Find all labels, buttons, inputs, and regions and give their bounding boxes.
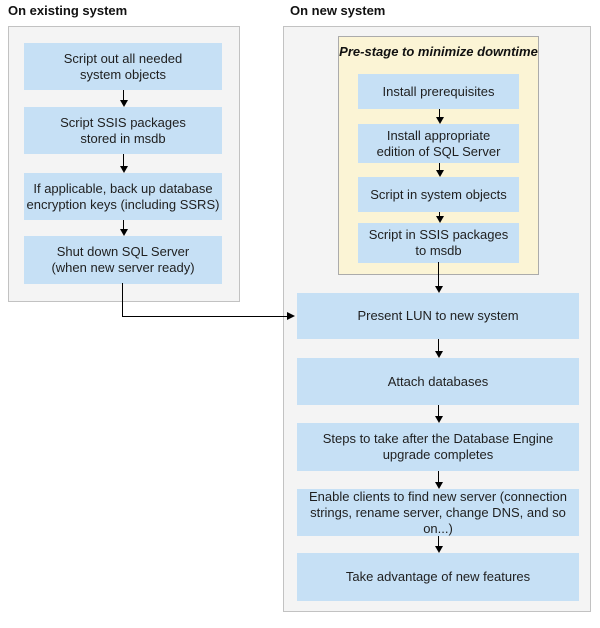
flow-box-backup-encryption-keys: If applicable, back up database encrypti… — [24, 173, 222, 220]
arrow-down-icon — [435, 109, 444, 124]
arrow-down-icon — [119, 220, 128, 236]
arrow-down-icon — [434, 339, 443, 358]
prestage-group: Pre-stage to minimize downtime Install p… — [338, 36, 539, 275]
arrow-down-icon — [434, 471, 443, 489]
flow-box-post-upgrade-steps: Steps to take after the Database Engine … — [297, 423, 579, 471]
arrow-down-icon — [434, 536, 443, 553]
flow-box-present-lun: Present LUN to new system — [297, 293, 579, 339]
existing-system-title: On existing system — [8, 3, 128, 18]
elbow-connector-horizontal — [122, 316, 288, 317]
elbow-connector-vertical — [122, 283, 123, 317]
flow-box-attach-databases: Attach databases — [297, 358, 579, 405]
arrow-down-icon — [435, 212, 444, 223]
arrow-down-icon — [434, 262, 443, 293]
flow-box-enable-clients: Enable clients to find new server (conne… — [297, 489, 579, 536]
prestage-title: Pre-stage to minimize downtime — [339, 44, 538, 59]
flow-box-script-ssis-packages: Script SSIS packages stored in msdb — [24, 107, 222, 154]
arrow-down-icon — [435, 163, 444, 177]
flow-box-script-in-ssis-packages: Script in SSIS packages to msdb — [358, 223, 519, 263]
flow-box-take-advantage: Take advantage of new features — [297, 553, 579, 601]
arrow-down-icon — [119, 154, 128, 173]
flow-box-install-sql-edition: Install appropriate edition of SQL Serve… — [358, 124, 519, 163]
flow-box-script-in-system-objects: Script in system objects — [358, 177, 519, 212]
arrow-down-icon — [119, 90, 128, 107]
flow-box-script-out-system-objects: Script out all needed system objects — [24, 43, 222, 90]
existing-system-panel: Script out all needed system objects Scr… — [8, 26, 240, 302]
flow-box-shut-down-sql-server: Shut down SQL Server (when new server re… — [24, 236, 222, 284]
arrow-right-icon — [287, 312, 295, 320]
new-system-title: On new system — [290, 3, 386, 18]
new-system-panel: Pre-stage to minimize downtime Install p… — [283, 26, 591, 612]
flow-box-install-prerequisites: Install prerequisites — [358, 74, 519, 109]
arrow-down-icon — [434, 405, 443, 423]
